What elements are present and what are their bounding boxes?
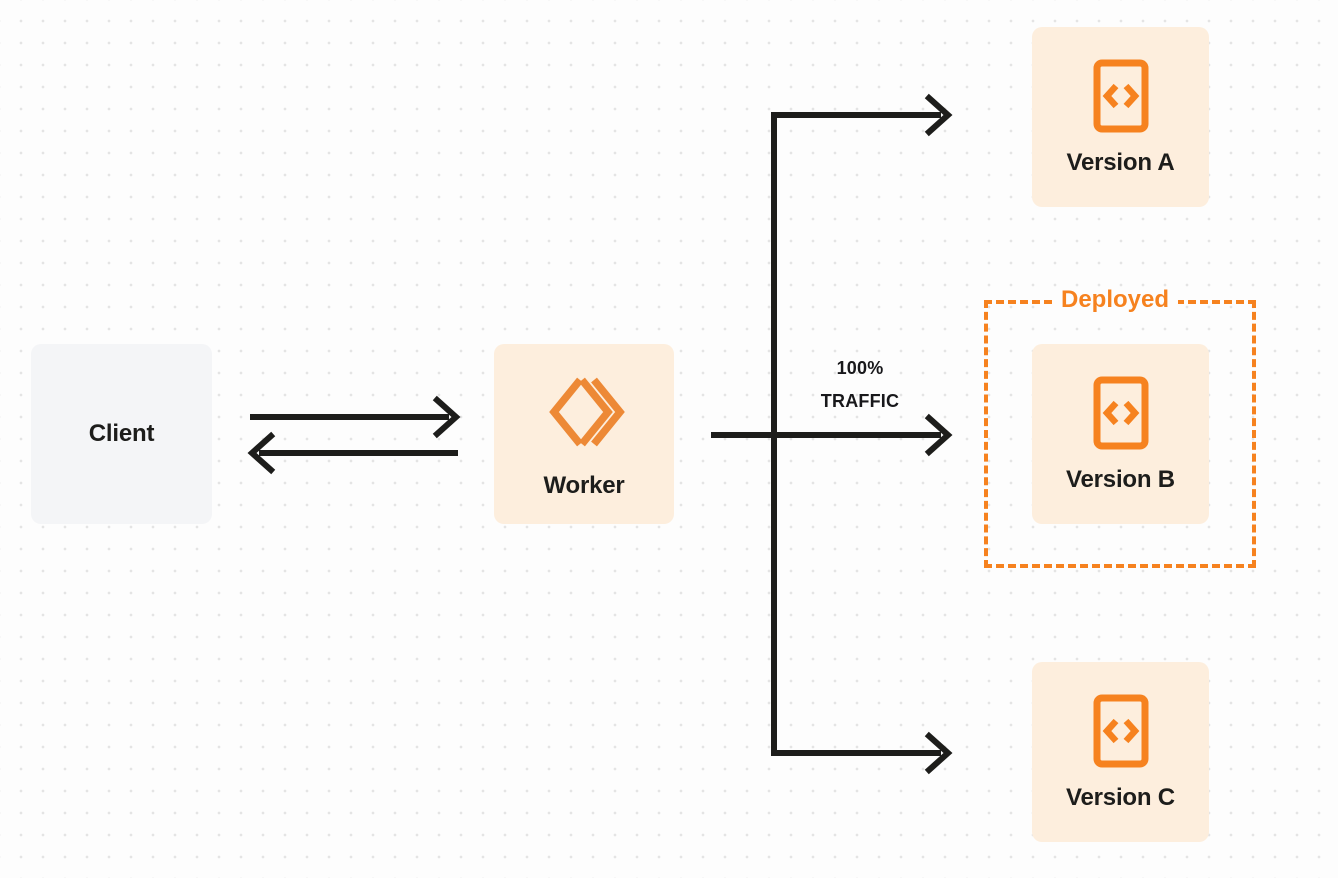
node-worker[interactable]: Worker (494, 344, 674, 524)
cloudflare-workers-logo-icon (542, 370, 626, 454)
edge-worker-to-version-b (774, 413, 953, 457)
node-version-c[interactable]: Version C (1032, 662, 1209, 842)
node-client-label: Client (88, 420, 155, 447)
node-client[interactable]: Client (31, 344, 212, 524)
code-file-icon (1092, 59, 1150, 133)
code-file-icon (1092, 694, 1150, 768)
deployed-group-label: Deployed (1052, 288, 1179, 312)
node-version-b-label: Version B (1066, 466, 1175, 493)
traffic-label: 100% TRAFFIC (780, 352, 940, 419)
node-version-a-label: Version A (1066, 149, 1175, 176)
node-version-c-label: Version C (1066, 784, 1175, 811)
traffic-caption: TRAFFIC (820, 391, 900, 412)
node-version-b[interactable]: Version B (1032, 344, 1209, 524)
node-worker-label: Worker (543, 472, 625, 499)
node-version-a[interactable]: Version A (1032, 27, 1209, 207)
code-file-icon (1092, 376, 1150, 450)
edge-worker-to-version-a (771, 93, 953, 137)
traffic-percent: 100% (836, 358, 884, 378)
edge-worker-to-version-c (771, 731, 953, 775)
edge-client-to-worker (250, 395, 461, 439)
edge-worker-to-client (247, 431, 458, 475)
